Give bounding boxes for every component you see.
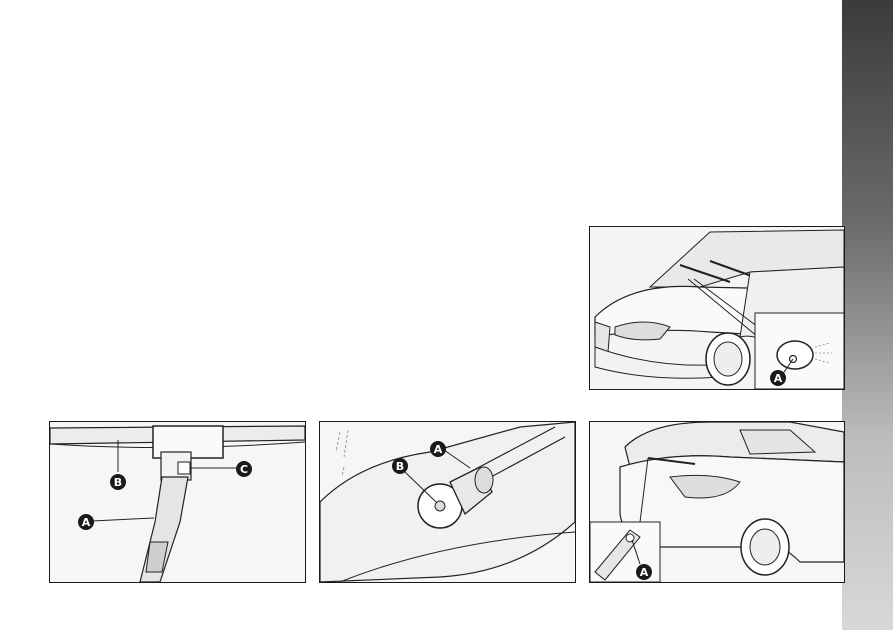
svg-text:A: A <box>774 372 783 385</box>
washer-nozzle-illustration: A <box>590 227 844 389</box>
rear-washer-illustration: A <box>590 422 844 582</box>
svg-text:C: C <box>240 463 248 476</box>
callout-a: A <box>770 370 786 386</box>
figure-bulb-holder: A B <box>319 421 576 583</box>
callout-b: B <box>110 474 126 490</box>
callout-b: B <box>392 458 408 474</box>
figure-washer-nozzle: A <box>589 226 845 390</box>
bulb-holder-illustration: A B <box>320 422 575 582</box>
callout-a: A <box>636 564 652 580</box>
figure-rear-washer: A <box>589 421 845 583</box>
svg-text:A: A <box>640 566 649 579</box>
svg-text:A: A <box>434 443 443 456</box>
callout-a: A <box>430 441 446 457</box>
figure-wiper-blade: B C A <box>49 421 306 583</box>
callout-a: A <box>78 514 94 530</box>
svg-text:B: B <box>114 476 122 489</box>
svg-text:B: B <box>396 460 404 473</box>
wiper-blade-illustration: B C A <box>50 422 305 582</box>
callout-c: C <box>236 461 252 477</box>
chapter-side-tab <box>842 0 893 630</box>
svg-text:A: A <box>82 516 91 529</box>
